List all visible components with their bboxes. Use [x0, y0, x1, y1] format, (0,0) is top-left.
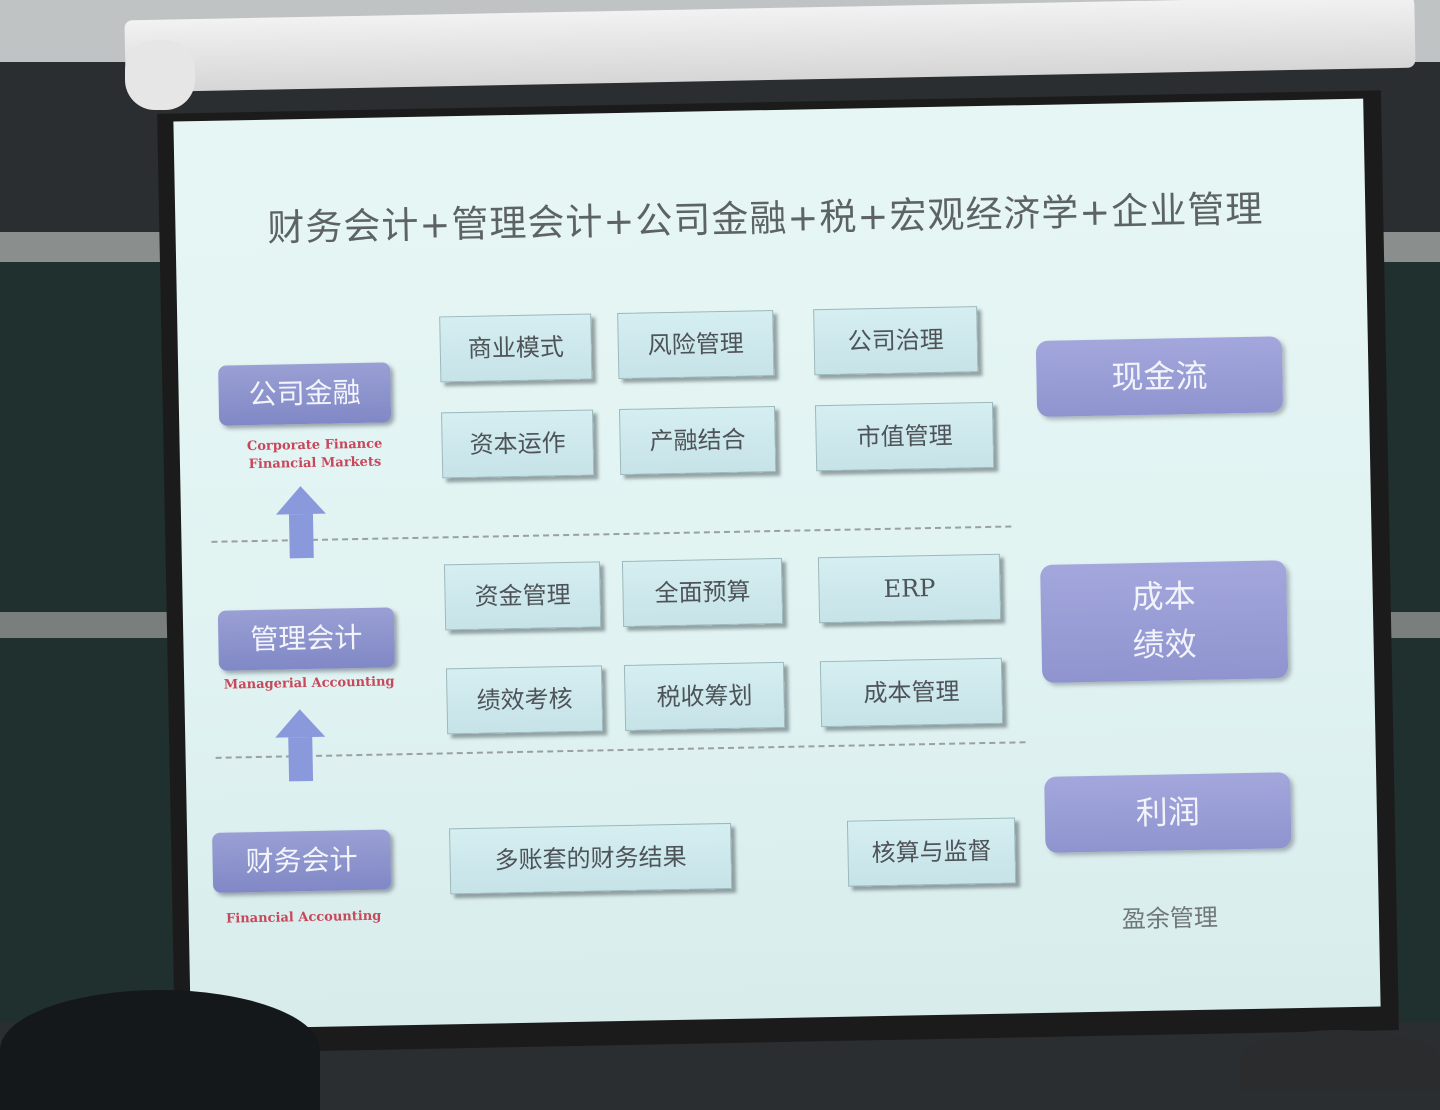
box-erp: ERP: [817, 553, 1002, 624]
level-financial-accounting: 财务会计: [212, 829, 392, 893]
right-box-profit: 利润: [1044, 772, 1292, 853]
divider-line-upper: [211, 525, 1012, 543]
level-managerial-accounting: 管理会计: [217, 607, 395, 671]
level-corporate-finance-english: Corporate Finance Financial Markets: [219, 435, 410, 475]
right-box-cost-performance: 成本 绩效: [1040, 560, 1289, 683]
box-capital-operation: 资本运作: [441, 409, 595, 479]
up-arrow-icon: [274, 708, 326, 782]
box-accounting-supervision: 核算与监督: [846, 817, 1017, 887]
english-label-line1: Corporate Finance: [246, 436, 383, 455]
box-business-model: 商业模式: [439, 313, 593, 383]
box-industry-finance: 产融结合: [618, 406, 777, 475]
earnings-management-label: 盈余管理: [1121, 903, 1219, 934]
audience-head: [0, 990, 320, 1110]
english-label-line2: Financial Markets: [248, 454, 382, 473]
box-performance-assessment: 绩效考核: [445, 665, 604, 735]
right-box-cost: 成本: [1131, 576, 1197, 617]
level-corporate-finance: 公司金融: [218, 362, 392, 426]
box-risk-management: 风险管理: [617, 310, 775, 380]
slide-title: 财务会计+管理会计+公司金融+税+宏观经济学+企业管理: [267, 187, 1264, 250]
level-managerial-accounting-english: Managerial Accounting: [223, 674, 395, 693]
slide: 财务会计+管理会计+公司金融+税+宏观经济学+企业管理 公司金融 Corpora…: [173, 98, 1381, 1030]
box-tax-planning: 税收筹划: [623, 661, 786, 731]
level-financial-accounting-english: Financial Accounting: [225, 908, 382, 927]
box-cost-management: 成本管理: [819, 657, 1004, 728]
box-comprehensive-budget: 全面预算: [621, 557, 784, 627]
projector-screen-endcap: [125, 40, 195, 110]
box-corporate-governance: 公司治理: [813, 306, 979, 376]
box-market-value-management: 市值管理: [814, 401, 995, 472]
box-fund-management: 资金管理: [443, 561, 602, 631]
divider-line-lower: [215, 741, 1026, 759]
right-box-cash-flow: 现金流: [1035, 336, 1284, 417]
right-box-performance: 绩效: [1132, 624, 1197, 665]
audience-head-right: [1240, 1030, 1440, 1090]
up-arrow-icon: [275, 485, 326, 559]
box-multi-ledger-results: 多账套的财务结果: [449, 822, 733, 895]
